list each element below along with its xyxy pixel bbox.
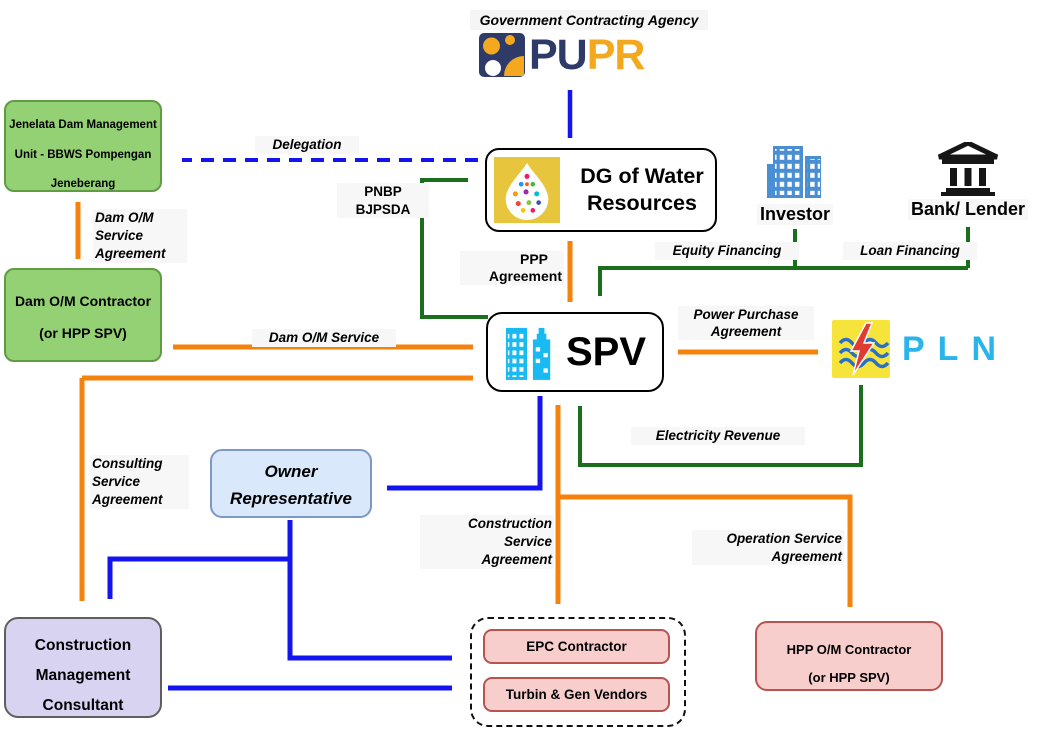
- cmc-line1: Construction: [34, 637, 132, 654]
- dg-water-label: DG of Water Resources: [569, 163, 715, 217]
- node-pln: PLN: [832, 320, 1009, 378]
- dam-om-line1: Dam O/M Contractor: [14, 293, 152, 309]
- delegation-label: Delegation: [255, 136, 359, 154]
- construction-line1: Construction: [468, 516, 552, 531]
- operation-line2: Agreement: [771, 548, 842, 564]
- pnbp-line1: PNBP: [364, 184, 402, 199]
- node-turbin-gen-vendors: Turbin & Gen Vendors: [483, 677, 670, 712]
- pupr-logo-icon: [479, 33, 525, 77]
- node-owner-representative: Owner Representative: [210, 449, 372, 518]
- construction-service-agreement-label: Construction Service Agreement: [420, 515, 554, 569]
- jenelata-line2: Unit - BBWS Pompengan: [14, 148, 152, 161]
- node-dam-om-contractor: Dam O/M Contractor (or HPP SPV): [4, 268, 162, 362]
- consulting-service-agreement-label: Consulting Service Agreement: [90, 455, 189, 509]
- dg-water-line2: Resources: [587, 191, 697, 215]
- edge-electricity-revenue: [578, 385, 863, 467]
- operation-service-agreement-label: Operation Service Agreement: [692, 530, 844, 565]
- buildings-icon: [505, 327, 551, 380]
- ppa-line1: Power Purchase: [693, 307, 799, 322]
- operation-line1: Operation Service: [726, 531, 842, 546]
- water-drop-icon: [494, 157, 560, 223]
- loan-financing-label: Loan Financing: [843, 242, 977, 260]
- pnbp-line2: BJPSDA: [355, 201, 411, 217]
- cmc-line3: Consultant: [42, 697, 124, 714]
- node-epc-contractor: EPC Contractor: [483, 629, 670, 664]
- pupr-text-pr: PR: [586, 30, 646, 79]
- dam-om-service-agreement-label: Dam O/M Service Agreement: [93, 209, 187, 263]
- owner-rep-line1: Owner: [264, 462, 318, 481]
- pupr-logo-text: PUPR: [529, 30, 646, 79]
- edge-owner-rep-to-cmc: [107, 556, 290, 599]
- power-purchase-agreement-label: Power Purchase Agreement: [678, 306, 814, 340]
- pupr-logo: PUPR: [479, 30, 646, 79]
- ppp-line1: PPP: [519, 251, 548, 267]
- construction-line2: Service: [503, 534, 552, 549]
- edge-owner-rep-to-epc: [287, 520, 452, 661]
- investor-label: Investor: [756, 204, 834, 225]
- node-dg-water-resources: DG of Water Resources: [485, 148, 717, 232]
- hpp-om-line1: HPP O/M Contractor: [786, 642, 912, 657]
- dam-om-line2: (or HPP SPV): [39, 325, 127, 341]
- dg-water-line1: DG of Water: [580, 164, 704, 189]
- edge-operation-to-hpp: [558, 494, 853, 607]
- pupr-text-pu: PU: [529, 30, 588, 79]
- hpp-om-line2: (or HPP SPV): [808, 670, 890, 685]
- owner-rep-line2: Representative: [230, 489, 352, 508]
- node-construction-management-consultant: Construction Management Consultant: [4, 617, 162, 718]
- edge-pnbp-bjpsda: [420, 178, 488, 319]
- node-spv: SPV: [486, 312, 664, 392]
- bank-icon: [937, 142, 999, 196]
- ppp-agreement-label: PPP Agreement: [460, 251, 564, 285]
- turbin-gen-vendors-label: Turbin & Gen Vendors: [505, 687, 648, 702]
- investor-building-icon: [767, 146, 821, 198]
- epc-contractor-label: EPC Contractor: [526, 639, 627, 654]
- consulting-line1: Consulting: [92, 456, 163, 471]
- pln-label: PLN: [902, 329, 1009, 368]
- cmc-line2: Management: [35, 667, 131, 684]
- consulting-line3: Agreement: [92, 492, 163, 507]
- jenelata-line1: Jenelata Dam Management: [9, 119, 157, 131]
- pnbp-bjpsda-label: PNBP BJPSDA: [337, 183, 429, 218]
- node-hpp-om-contractor: HPP O/M Contractor (or HPP SPV): [755, 621, 943, 691]
- node-investor: Investor: [745, 144, 845, 225]
- bank-lender-label: Bank/ Lender: [907, 199, 1029, 220]
- node-bank-lender: Bank/ Lender: [902, 142, 1034, 220]
- edge-spv-to-owner-rep: [387, 396, 543, 491]
- consulting-line2: Service: [92, 474, 141, 489]
- ppa-line2: Agreement: [710, 324, 782, 339]
- construction-line3: Agreement: [481, 552, 552, 567]
- jenelata-line3: Jeneberang: [50, 178, 116, 190]
- dam-om-sa-line3: Agreement: [95, 246, 166, 261]
- dam-om-sa-line1: Dam O/M: [95, 210, 154, 225]
- government-contracting-agency-caption: Government Contracting Agency: [470, 10, 708, 30]
- edge-financing-to-spv: [598, 266, 968, 296]
- epc-group-container: [470, 617, 686, 727]
- ppp-line2: Agreement: [488, 268, 562, 284]
- equity-financing-label: Equity Financing: [655, 242, 799, 260]
- electricity-revenue-label: Electricity Revenue: [631, 427, 805, 445]
- dam-om-sa-line2: Service: [95, 228, 144, 243]
- pln-logo-icon: [832, 320, 890, 378]
- dam-om-service-label: Dam O/M Service: [252, 329, 396, 347]
- node-jenelata-dam-unit: Jenelata Dam Management Unit - BBWS Pomp…: [4, 100, 162, 192]
- spv-label: SPV: [565, 329, 647, 374]
